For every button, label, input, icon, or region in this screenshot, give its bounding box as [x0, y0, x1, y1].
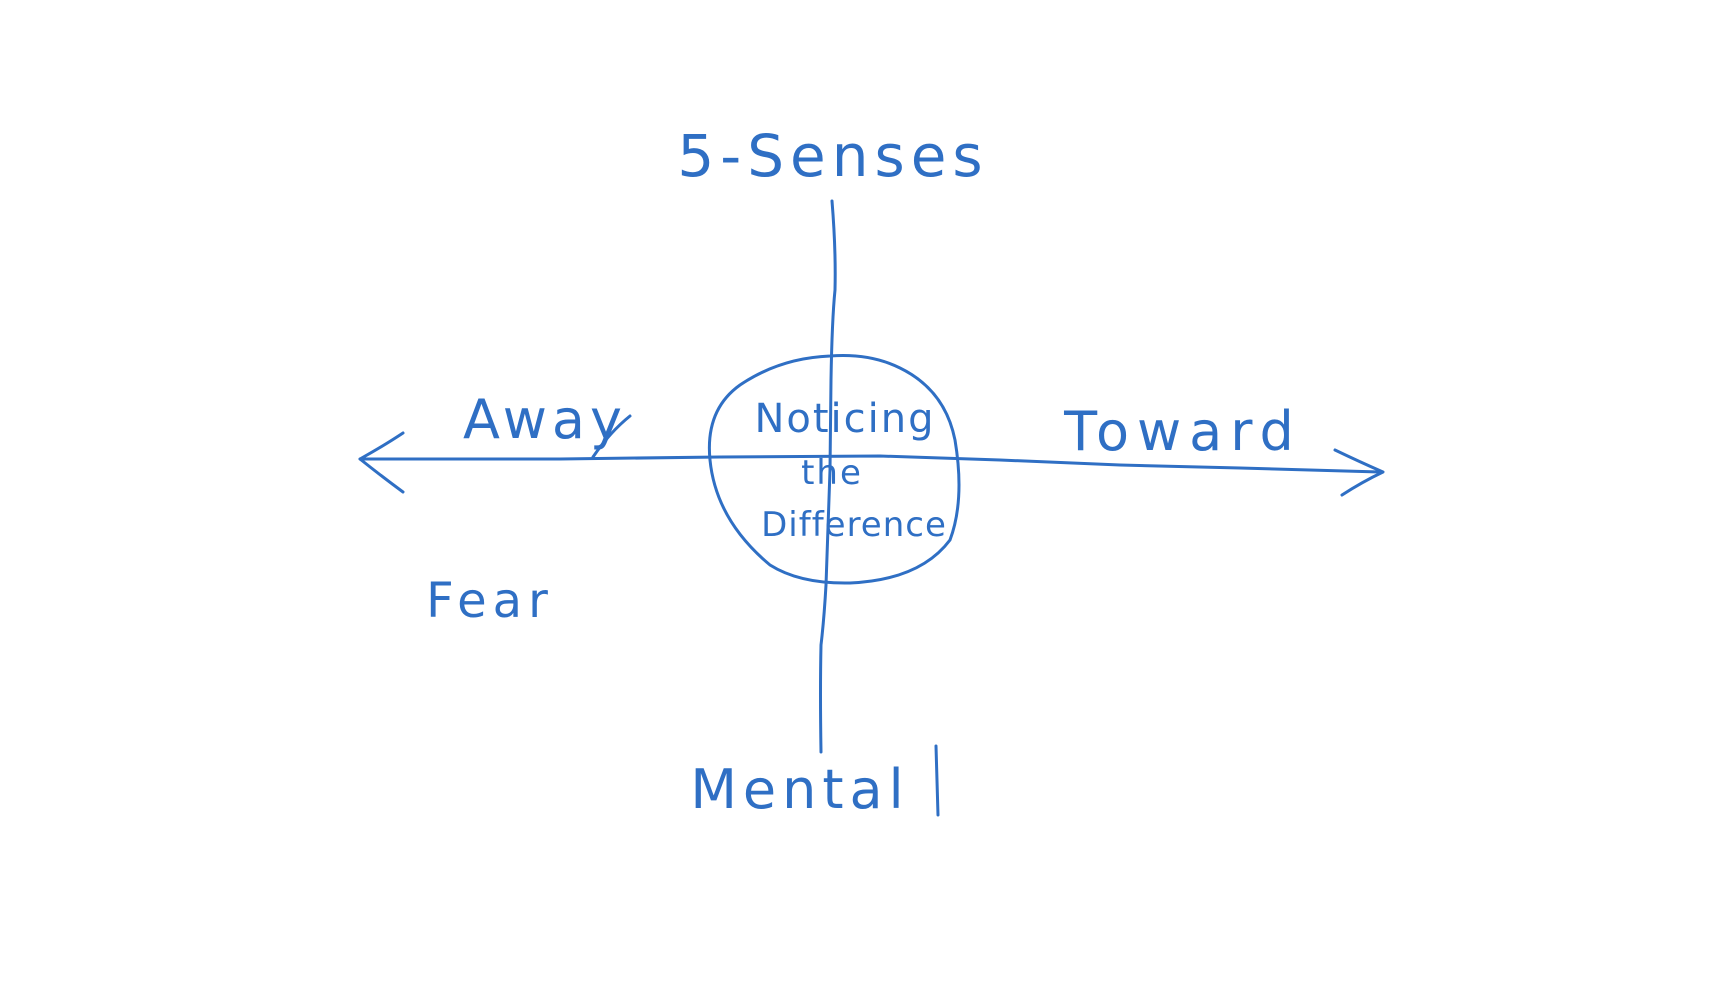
center-label-line3: Difference: [761, 505, 947, 545]
vertical-axis-line: [819, 199, 837, 754]
right-arrowhead: [1333, 448, 1385, 497]
center-circle: [707, 354, 961, 585]
center-label-line2: the: [801, 453, 863, 493]
away-tail-stroke: [591, 414, 632, 459]
top-label: 5-Senses: [677, 122, 988, 190]
left-label: Away: [463, 388, 627, 451]
left-arrowhead: [358, 431, 405, 494]
horizontal-axis-line: [358, 454, 1382, 474]
right-label: Toward: [1063, 400, 1302, 463]
bottom-label: Mental: [690, 758, 909, 821]
lower-left-label: Fear: [426, 573, 554, 629]
mental-tall-stroke: [934, 744, 940, 817]
center-label-line1: Noticing: [754, 396, 935, 442]
